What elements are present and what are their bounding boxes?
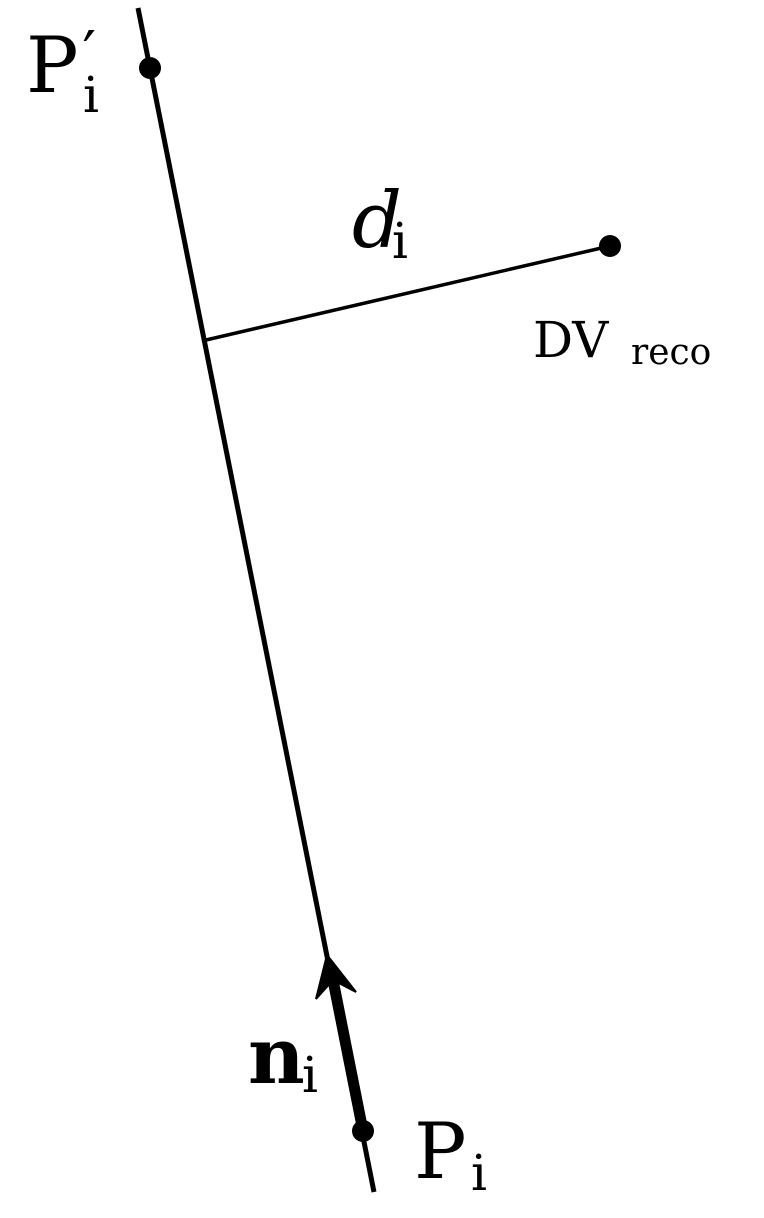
- point-p-prime: [139, 57, 161, 79]
- label-p-prime-sub: i: [83, 66, 99, 124]
- direction-vector-arrowhead: [315, 952, 357, 1000]
- distance-segment: [205, 244, 611, 342]
- point-p: [352, 1120, 374, 1142]
- label-p-sub: i: [471, 1144, 487, 1202]
- label-dv: DV: [533, 311, 609, 369]
- label-d-sub: i: [392, 212, 408, 270]
- label-d: d: [352, 176, 402, 266]
- label-n: n: [248, 1011, 305, 1102]
- point-dv-reco: [599, 235, 621, 257]
- label-dv-sub: reco: [631, 332, 711, 373]
- label-p: P: [414, 1107, 466, 1197]
- direction-vector-shaft: [327, 978, 369, 1133]
- label-p-prime: P′: [26, 19, 96, 111]
- label-n-sub: i: [302, 1046, 318, 1104]
